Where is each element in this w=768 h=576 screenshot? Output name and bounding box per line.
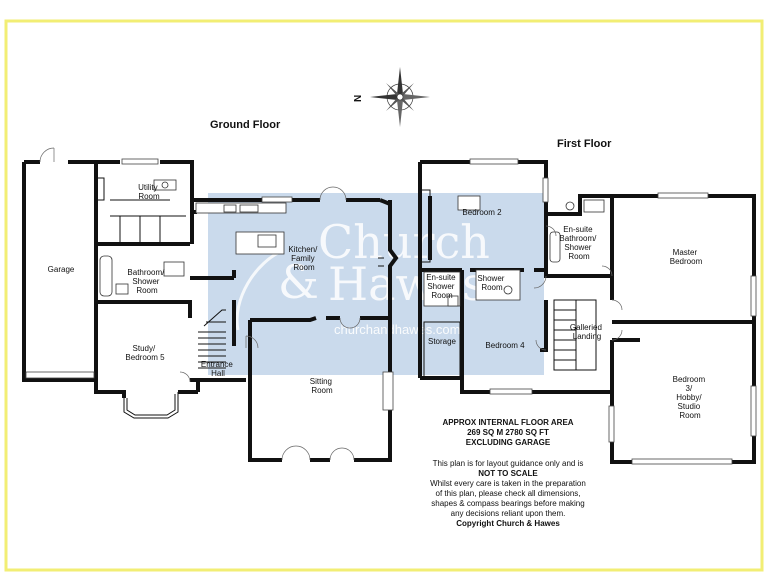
label-utility: Utility Room bbox=[138, 183, 160, 201]
label-entrance: Entrance Hall bbox=[201, 360, 235, 378]
label-shower-room: Shower Room bbox=[477, 274, 506, 292]
area-line-1: APPROX INTERNAL FLOOR AREA bbox=[442, 418, 573, 427]
watermark-brand-1: Church bbox=[318, 215, 490, 269]
label-kitchen: Kitchen/ Family Room bbox=[288, 245, 319, 272]
area-line-2: 269 SQ M 2780 SQ FT bbox=[467, 428, 549, 437]
label-bedroom2: Bedroom 2 bbox=[462, 208, 502, 217]
room-labels: Garage Utility Room Bathroom/ Shower Roo… bbox=[48, 183, 708, 420]
garage-door bbox=[25, 371, 95, 379]
disclaimer-line-6: any decisions reliant upon them. bbox=[451, 509, 566, 518]
label-bedroom3: Bedroom 3/ Hobby/ Studio Room bbox=[673, 375, 708, 420]
compass-north-label: N bbox=[353, 95, 364, 102]
label-ensuite-master: En-suite Bathroom/ Shower Room bbox=[559, 225, 598, 261]
disclaimer: This plan is for layout guidance only an… bbox=[430, 459, 586, 528]
page-border bbox=[4, 19, 764, 572]
label-sitting: Sitting Room bbox=[310, 377, 334, 395]
disclaimer-line-4: of this plan, please check all dimension… bbox=[436, 489, 581, 498]
disclaimer-line-5: shapes & compass bearings before making bbox=[431, 499, 584, 508]
disclaimer-line-1: This plan is for layout guidance only an… bbox=[433, 459, 584, 468]
label-storage: Storage bbox=[428, 337, 457, 346]
compass-rose-icon bbox=[370, 67, 430, 127]
stairs-first bbox=[553, 299, 597, 371]
ground-floor-title: Ground Floor bbox=[210, 119, 281, 131]
watermark-url: churchandhawes.com bbox=[334, 322, 460, 337]
label-garage: Garage bbox=[48, 265, 75, 274]
first-floor-title: First Floor bbox=[557, 138, 612, 150]
first-floor-fixtures bbox=[423, 158, 757, 465]
area-line-3: EXCLUDING GARAGE bbox=[466, 438, 551, 447]
disclaimer-line-2: NOT TO SCALE bbox=[478, 469, 538, 478]
label-bathroom-ground: Bathroom/ Shower Room bbox=[127, 268, 166, 295]
watermark-brand-amp: & bbox=[278, 255, 319, 309]
ground-floor-walls bbox=[22, 160, 399, 462]
label-landing: Galleried Landing bbox=[570, 323, 604, 341]
ground-floor-fixtures bbox=[25, 147, 394, 461]
stairs-ground bbox=[198, 309, 226, 369]
label-bedroom4: Bedroom 4 bbox=[485, 341, 525, 350]
disclaimer-line-3: Whilst every care is taken in the prepar… bbox=[430, 479, 586, 488]
label-study: Study/ Bedroom 5 bbox=[125, 344, 165, 362]
disclaimer-line-7: Copyright Church & Hawes bbox=[456, 519, 560, 528]
label-ensuite-b2: En-suite Shower Room bbox=[426, 273, 458, 300]
label-master: Master Bedroom bbox=[670, 248, 703, 266]
area-info: APPROX INTERNAL FLOOR AREA 269 SQ M 2780… bbox=[442, 418, 573, 447]
